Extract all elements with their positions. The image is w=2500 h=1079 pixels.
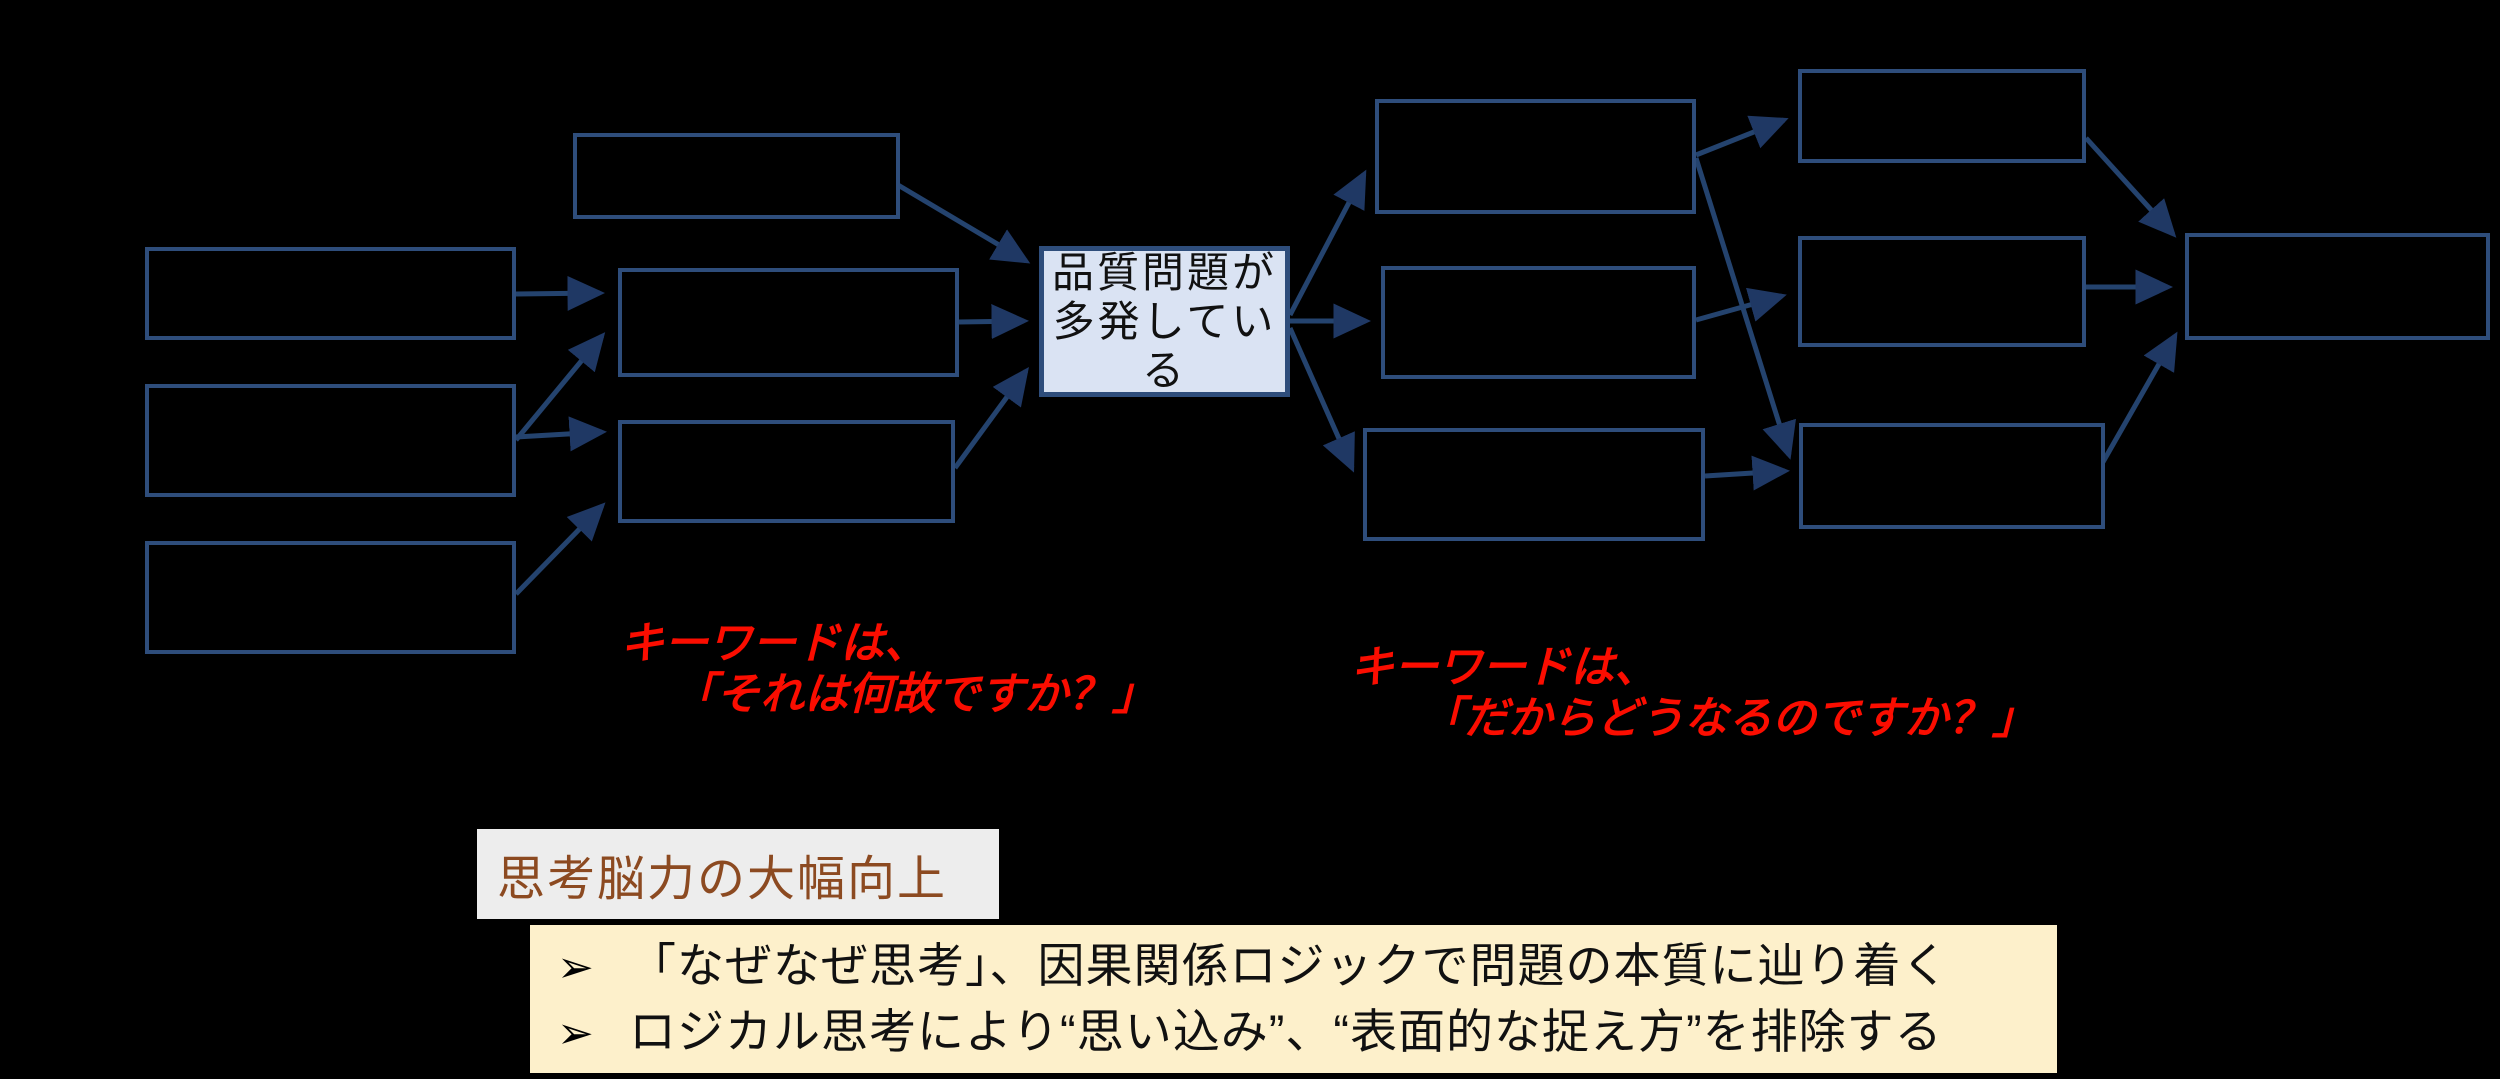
final-effect-box — [2185, 233, 2490, 340]
summary-item-1-text: 「なぜなぜ思考」、因果関係ロジックで問題の本質に辿り着く — [629, 939, 1950, 992]
why-level1-box-1 — [145, 247, 516, 340]
effect-level2-box-3 — [1799, 423, 2105, 529]
keyword-why-line-1: キーワードは、 — [620, 619, 928, 668]
effect-level1-box-1 — [1375, 99, 1696, 214]
why-level2-box-2 — [618, 268, 959, 377]
why-level1-box-3 — [145, 541, 516, 654]
problem-line-3: る — [1141, 347, 1187, 394]
keyword-so-what-line-1: キーワードは、 — [1350, 643, 1658, 692]
keyword-annotation-so-what: キーワードは、 「だからどうなるのですか？」 — [1350, 642, 2036, 744]
arrowhead-bullet-icon: ➢ — [557, 943, 594, 992]
problem-line-2: 多発してい — [1052, 298, 1277, 345]
summary-box: ➢ 「なぜなぜ思考」、因果関係ロジックで問題の本質に辿り着く ➢ ロジカル思考に… — [530, 925, 2057, 1073]
problem-line-1: 品質問題が — [1051, 249, 1277, 296]
summary-item-2: ➢ ロジカル思考により“思い込み”、“表面的な捉え方”を排除する — [557, 999, 2057, 1065]
effect-level1-box-2 — [1381, 266, 1696, 379]
summary-item-1: ➢ 「なぜなぜ思考」、因果関係ロジックで問題の本質に辿り着く — [557, 933, 2057, 999]
effect-level1-box-3 — [1363, 428, 1705, 541]
why-level2-box-3 — [618, 420, 955, 523]
why-level2-box-1 — [573, 133, 900, 219]
effect-level2-box-2 — [1798, 236, 2086, 347]
keyword-why-line-2: 「それは何故ですか？」 — [672, 670, 1156, 719]
problem-statement-box: 品質問題が 多発してい る — [1039, 246, 1290, 397]
effect-level2-box-1 — [1798, 69, 2086, 163]
keyword-annotation-why: キーワードは、 「それは何故ですか？」 — [620, 618, 1156, 720]
summary-item-2-text: ロジカル思考により“思い込み”、“表面的な捉え方”を排除する — [629, 1005, 1943, 1058]
why-level1-box-2 — [145, 384, 516, 497]
arrowhead-bullet-icon: ➢ — [557, 1009, 594, 1058]
benefit-label-text: 思考脳力の大幅向上 — [497, 853, 948, 906]
keyword-so-what-line-2: 「だからどうなるのですか？」 — [1420, 694, 2036, 743]
benefit-label: 思考脳力の大幅向上 — [477, 829, 999, 919]
